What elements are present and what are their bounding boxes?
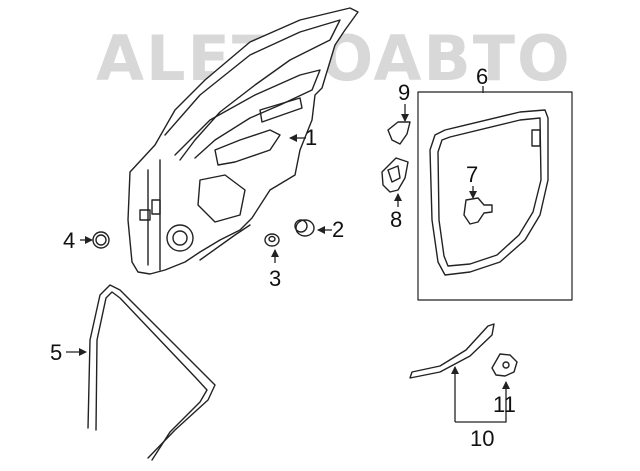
leader-lines xyxy=(66,86,510,423)
clip-part-7 xyxy=(463,197,493,225)
bracket-part-8 xyxy=(381,157,409,193)
callout-10: 10 xyxy=(470,426,494,451)
callout-3: 3 xyxy=(269,266,281,291)
plug-part xyxy=(264,233,280,247)
trim-strip-part-10 xyxy=(409,323,495,379)
cap-part-9 xyxy=(387,121,411,145)
leader-10b xyxy=(455,381,510,423)
callout-8: 8 xyxy=(390,207,402,232)
callout-5: 5 xyxy=(50,340,62,365)
door-shell xyxy=(127,7,359,275)
grommet-part xyxy=(294,219,315,237)
callout-6: 6 xyxy=(476,64,488,89)
callout-9: 9 xyxy=(398,80,410,105)
glass-run-channel xyxy=(87,284,216,461)
weatherstrip-box xyxy=(417,91,573,301)
callout-11: 11 xyxy=(493,392,516,417)
clip-part-11 xyxy=(491,353,518,377)
callout-7: 7 xyxy=(466,162,478,187)
callouts: 1 2 3 4 5 6 7 8 9 10 11 xyxy=(50,64,516,451)
callout-1: 1 xyxy=(305,125,317,150)
callout-2: 2 xyxy=(332,217,344,242)
seal-ring-part xyxy=(92,231,110,249)
callout-4: 4 xyxy=(63,228,75,253)
